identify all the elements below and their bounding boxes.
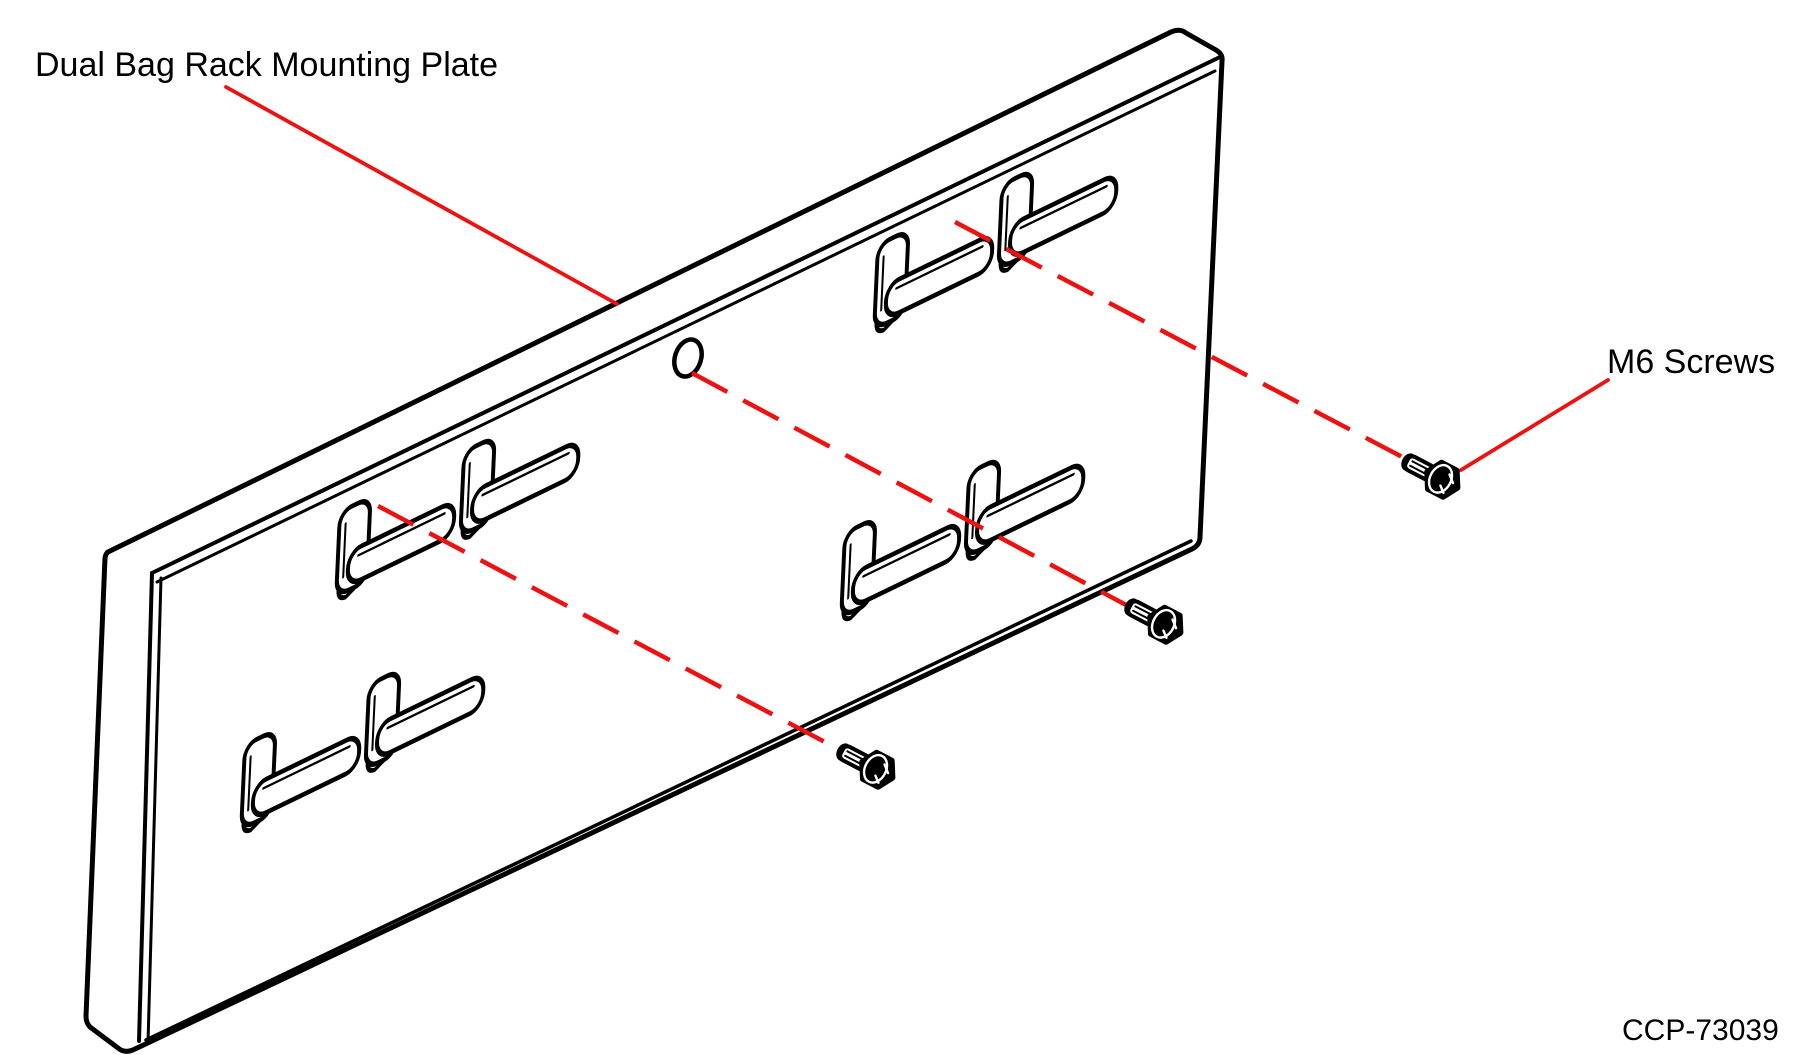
plate-callout-leader-line [224, 85, 619, 306]
alignment-dashed-line-top [953, 220, 1410, 462]
mounting-plate [83, 27, 1225, 1054]
plate-bottom-bevel-line [144, 539, 1193, 1042]
m6-screw-bottom [832, 737, 899, 791]
plate-left-front-edge [137, 571, 154, 1043]
alignment-dashed-line-bottom [376, 504, 842, 752]
part-number: CCP-73039 [1622, 1014, 1779, 1047]
mounting-hole [672, 337, 704, 379]
screws-callout-leader-line [1459, 378, 1610, 472]
screws-label: M6 Screws [1607, 343, 1775, 381]
plate-left-bevel-line [146, 576, 163, 1045]
alignment-dashed-line-middle [690, 371, 1130, 608]
plate-top-bevel-line [155, 69, 1217, 584]
plate-outline [83, 27, 1225, 1054]
plate-top-front-edge [150, 55, 1222, 575]
m6-screw-middle [1120, 592, 1187, 646]
m6-screw-top [1397, 447, 1464, 501]
plate-label: Dual Bag Rack Mounting Plate [35, 46, 498, 84]
